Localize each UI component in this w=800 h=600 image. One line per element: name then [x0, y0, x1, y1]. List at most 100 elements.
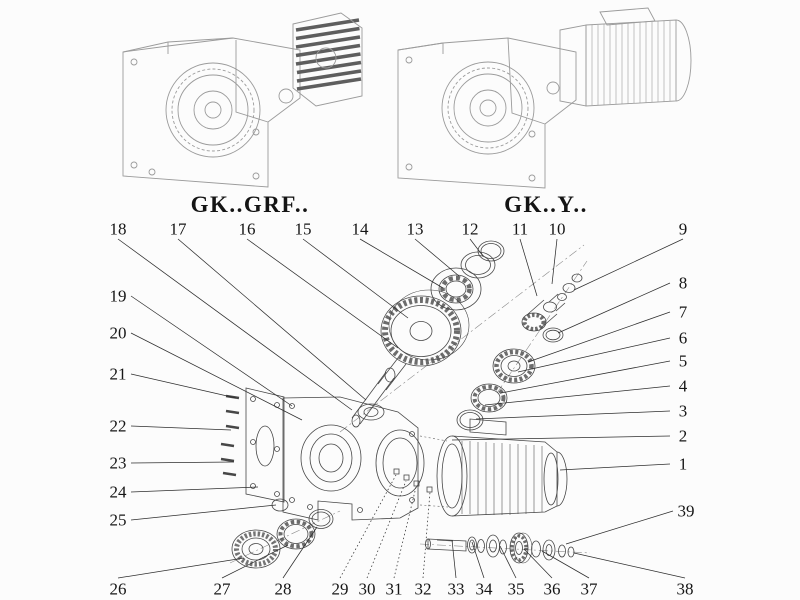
- leader-line-8: [557, 282, 671, 334]
- leader-line-39: [565, 510, 674, 545]
- part-number-15: 15: [294, 219, 312, 239]
- y-terminal-box: [599, 7, 656, 26]
- leader-line-25: [130, 504, 277, 521]
- leader-line-35: [499, 545, 517, 579]
- retaining-rings-upper: [460, 240, 505, 279]
- leader-line-19: [130, 295, 293, 407]
- output-shaft-assembly: [425, 532, 575, 564]
- oil-seal: [271, 498, 289, 512]
- leader-line-13: [414, 238, 460, 277]
- leader-line-15: [302, 238, 409, 319]
- leader-line-27: [221, 544, 289, 579]
- part-number-30: 30: [358, 579, 376, 599]
- y-motor: [546, 7, 692, 107]
- part-number-17: 17: [169, 219, 187, 239]
- part-number-5: 5: [678, 351, 688, 371]
- y-bevel-gear-face: [441, 61, 535, 155]
- part-number-31: 31: [385, 579, 403, 599]
- leader-line-9: [573, 238, 684, 291]
- grf-housing-outline: [122, 37, 301, 188]
- part-number-23: 23: [109, 453, 127, 473]
- leader-line-24: [130, 486, 259, 493]
- small-fasteners: [393, 468, 433, 493]
- leader-line-11: [519, 238, 538, 297]
- leader-line-2: [451, 435, 671, 441]
- pinion-gear: [492, 348, 536, 384]
- leader-line-14: [359, 238, 444, 289]
- leader-line-28: [282, 526, 318, 579]
- leader-line-22: [130, 425, 232, 431]
- part-number-37: 37: [580, 579, 598, 599]
- part-number-4: 4: [678, 376, 688, 396]
- leader-line-26: [117, 557, 245, 579]
- y-housing-outline: [397, 37, 577, 189]
- gearbox-illustration-grf: [122, 12, 363, 188]
- part-number-1: 1: [678, 454, 688, 474]
- lower-ball-bearing: [470, 383, 508, 413]
- part-number-19: 19: [109, 286, 127, 306]
- bevel-pinion-shaft: [521, 273, 583, 332]
- model-label-grf: GK..GRF..: [190, 192, 310, 217]
- part-number-33: 33: [447, 579, 465, 599]
- part-number-20: 20: [109, 323, 127, 343]
- part-number-13: 13: [406, 219, 424, 239]
- exploded-view: [220, 240, 591, 569]
- y-bolt-holes: [405, 56, 536, 182]
- part-number-32: 32: [414, 579, 432, 599]
- leader-line-4: [484, 385, 671, 406]
- part-number-11: 11: [511, 219, 529, 239]
- leader-line-16: [246, 238, 399, 349]
- part-number-12: 12: [461, 219, 479, 239]
- part-number-14: 14: [351, 219, 369, 239]
- leader-line-17: [177, 238, 367, 401]
- leader-line-10: [551, 238, 558, 285]
- part-number-6: 6: [678, 328, 688, 348]
- leader-lines: [117, 238, 686, 579]
- part-number-34: 34: [475, 579, 493, 599]
- leader-line-18: [117, 238, 353, 411]
- part-number-10: 10: [548, 219, 566, 239]
- part-number-24: 24: [109, 482, 127, 502]
- part-number-16: 16: [238, 219, 256, 239]
- leader-line-21: [130, 373, 237, 399]
- leader-line-38: [573, 552, 686, 579]
- leader-line-34: [471, 541, 485, 579]
- grf-fin-cap: [295, 18, 362, 91]
- leader-line-5: [500, 360, 671, 394]
- alignment-dotted-lines: [419, 435, 449, 508]
- leader-line-36: [523, 548, 553, 579]
- grf-cap-outline: [292, 12, 363, 107]
- part-number-22: 22: [109, 416, 127, 436]
- leader-line-23: [130, 461, 235, 464]
- leader-line-20: [130, 332, 303, 421]
- part-number-35: 35: [507, 579, 525, 599]
- y-motor-fins: [591, 21, 671, 105]
- flange-plate: [245, 387, 285, 503]
- part-number-2: 2: [678, 426, 688, 446]
- upper-ball-bearing: [430, 267, 482, 311]
- part-number-18: 18: [109, 219, 127, 239]
- part-number-26: 26: [109, 579, 127, 599]
- part-number-28: 28: [274, 579, 292, 599]
- leader-line-6: [517, 337, 671, 373]
- part-number-7: 7: [678, 302, 688, 322]
- leader-line-30: [366, 480, 407, 579]
- part-number-38: 38: [676, 579, 694, 599]
- leader-line-12: [469, 238, 484, 257]
- part-number-9: 9: [678, 219, 688, 239]
- ring-below-pinion: [542, 327, 564, 343]
- part-number-8: 8: [678, 273, 688, 293]
- center-axes: [229, 244, 591, 564]
- grf-bolt-holes: [130, 58, 294, 180]
- part-number-29: 29: [331, 579, 349, 599]
- part-number-21: 21: [109, 364, 127, 384]
- leader-line-3: [475, 410, 671, 420]
- part-number-3: 3: [678, 401, 688, 421]
- large-helical-gear: [380, 289, 470, 367]
- model-label-y: GK..Y..: [504, 192, 588, 217]
- part-number-36: 36: [543, 579, 561, 599]
- grf-bevel-gear-face: [165, 62, 261, 158]
